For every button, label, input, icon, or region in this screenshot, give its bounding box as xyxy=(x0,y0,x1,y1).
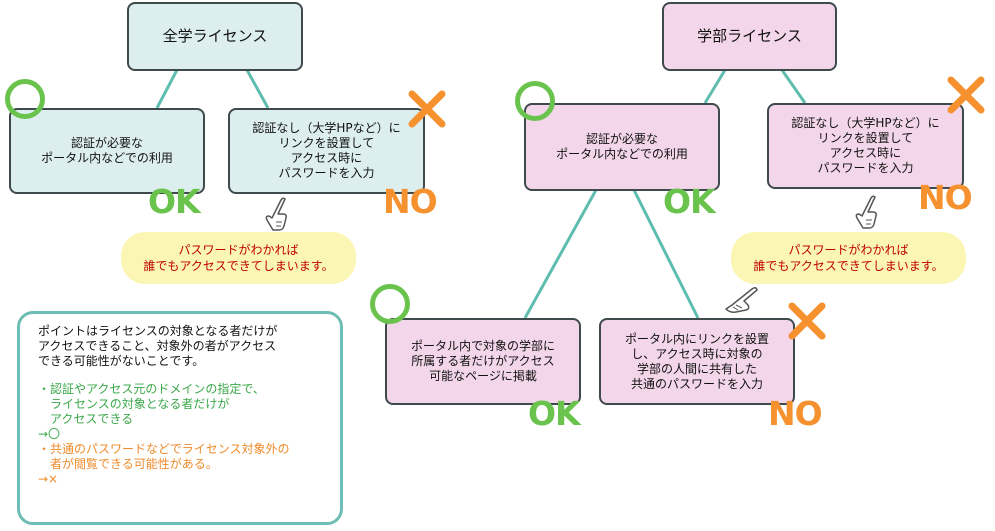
sub-no-box: ポータル内にリンクを設置 し、アクセス時に対象の 学部の人間に共有した 共通のパ… xyxy=(599,318,795,405)
sub-no-text: ポータル内にリンクを設置 し、アクセス時に対象の 学部の人間に共有した 共通のパ… xyxy=(624,331,769,391)
sub-ok-text: ポータル内で対象の学部に 所属する者だけがアクセス 可能なページに掲載 xyxy=(410,339,555,383)
note-box: ポイントはライセンスの対象となる者だけが アクセスできること、対象外の者がアクセ… xyxy=(17,311,343,525)
connector-sub-ok xyxy=(523,189,598,319)
x-mark-icon xyxy=(408,90,446,128)
right-warning-text: パスワードがわかれば 誰でもアクセスできてしまいます。 xyxy=(753,243,944,273)
circle-mark-icon xyxy=(515,81,555,121)
left-warning-bubble: パスワードがわかれば 誰でもアクセスできてしまいます。 xyxy=(121,232,356,284)
right-no-text: 認証なし（大学HPなど）に リンクを設置して アクセス時に パスワードを入力 xyxy=(791,116,940,175)
title-university-license: 全学ライセンス xyxy=(162,27,268,45)
note-bad: ・共通のパスワードなどでライセンス対象外の 者が閲覧できる可能性がある。 →× xyxy=(38,442,290,486)
left-no-text: 認証なし（大学HPなど）に リンクを設置して アクセス時に パスワードを入力 xyxy=(252,121,401,180)
connector-right-no xyxy=(780,69,807,104)
pointing-hand-icon xyxy=(855,195,877,229)
left-no-label: NO xyxy=(383,182,438,221)
x-mark-icon xyxy=(788,302,826,340)
title-box-faculty-license: 学部ライセンス xyxy=(662,2,837,71)
circle-mark-icon xyxy=(370,284,410,324)
connector-left-no xyxy=(245,69,270,109)
left-ok-label: OK xyxy=(148,182,201,221)
sub-no-label: NO xyxy=(768,394,823,433)
connector-right-ok xyxy=(703,69,727,104)
right-no-box: 認証なし（大学HPなど）に リンクを設置して アクセス時に パスワードを入力 xyxy=(767,103,964,189)
left-ok-box: 認証が必要な ポータル内などでの利用 xyxy=(9,108,205,194)
left-warning-text: パスワードがわかれば 誰でもアクセスできてしまいます。 xyxy=(143,243,334,273)
pointing-hand-icon xyxy=(725,286,758,313)
connector-sub-no xyxy=(632,189,700,319)
left-ok-text: 認証が必要な ポータル内などでの利用 xyxy=(41,136,173,165)
note-intro: ポイントはライセンスの対象となる者だけが アクセスできること、対象外の者がアクセ… xyxy=(38,324,278,368)
right-warning-bubble: パスワードがわかれば 誰でもアクセスできてしまいます。 xyxy=(731,232,966,284)
right-ok-text: 認証が必要な ポータル内などでの利用 xyxy=(556,132,688,161)
circle-mark-icon xyxy=(5,79,45,119)
connector-left-ok xyxy=(155,69,179,109)
sub-ok-label: OK xyxy=(528,394,581,433)
title-faculty-license: 学部ライセンス xyxy=(697,27,802,45)
x-mark-icon xyxy=(947,76,985,114)
title-box-university-license: 全学ライセンス xyxy=(127,2,303,71)
right-ok-box: 認証が必要な ポータル内などでの利用 xyxy=(524,103,720,191)
sub-ok-box: ポータル内で対象の学部に 所属する者だけがアクセス 可能なページに掲載 xyxy=(385,318,581,405)
left-no-box: 認証なし（大学HPなど）に リンクを設置して アクセス時に パスワードを入力 xyxy=(228,108,425,194)
pointing-hand-icon xyxy=(265,197,287,231)
note-good: ・認証やアクセス元のドメインの指定で、 ライセンスの対象となる者だけが アクセス… xyxy=(38,382,265,441)
right-no-label: NO xyxy=(918,178,973,217)
right-ok-label: OK xyxy=(663,182,716,221)
